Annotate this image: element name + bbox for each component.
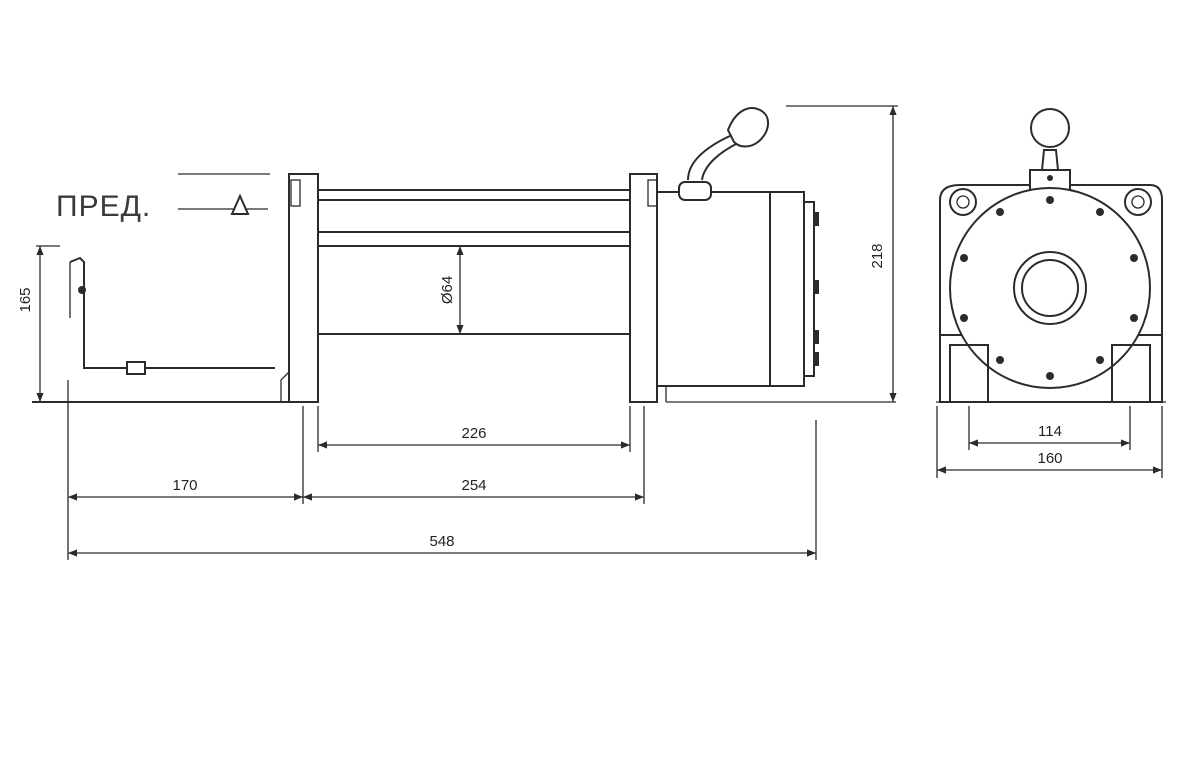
side-view: ПРЕД.: [32, 105, 898, 560]
limit-label: ПРЕД.: [56, 190, 151, 223]
front-view: [936, 108, 1166, 478]
limit-marker-icon: [230, 193, 250, 215]
bracket-nut-icon: [126, 361, 146, 375]
bracket-bolt-icon: [78, 286, 86, 294]
flange-bolts-icon: [960, 175, 1138, 380]
front-flange: [949, 187, 1151, 389]
dimensions: 165 Ø64 218 226 170 254 548 114 160: [17, 106, 1162, 557]
mounting-bracket: [69, 256, 275, 369]
dim-160: 160: [1037, 450, 1062, 467]
left-end-plate: [288, 173, 319, 403]
drum: [317, 245, 631, 335]
drum-bore: [1013, 251, 1087, 325]
right-end-plate: [629, 173, 658, 403]
dim-114: 114: [1038, 423, 1062, 440]
dim-170: 170: [172, 477, 197, 494]
motor-housing: [656, 191, 771, 387]
dim-226: 226: [461, 425, 486, 442]
motor-end-cap: [769, 191, 805, 387]
dim-218: 218: [869, 243, 886, 268]
dim-254: 254: [461, 477, 486, 494]
clutch-handle-icon: [678, 107, 769, 201]
dim-548: 548: [429, 533, 454, 550]
dim-diameter: Ø64: [439, 276, 456, 304]
dim-165: 165: [17, 287, 34, 312]
clutch-knob-icon: [1030, 108, 1070, 148]
